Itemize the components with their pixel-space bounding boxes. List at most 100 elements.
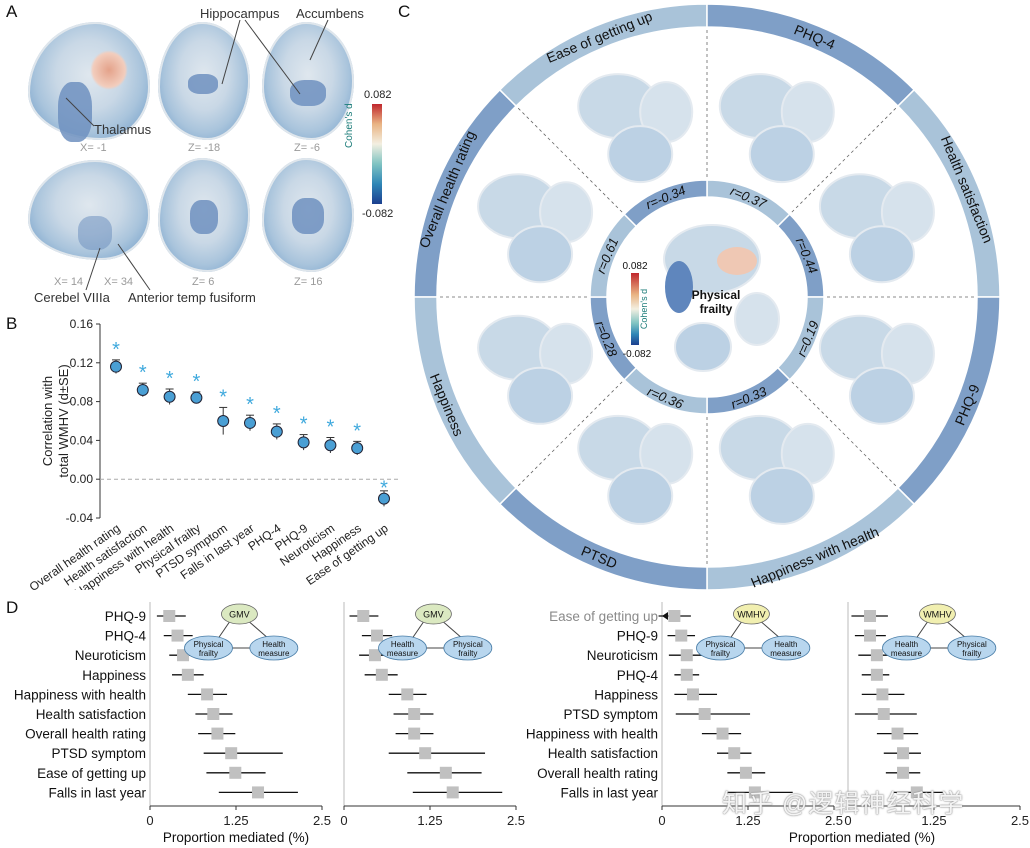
- brain-image: [507, 225, 574, 284]
- estimate-square: [439, 766, 452, 779]
- watermark: 知乎 @逻辑神经科学: [722, 790, 965, 818]
- estimate-square: [225, 747, 238, 760]
- coord-label: X= -1: [80, 142, 107, 154]
- diagram-arrow: [916, 621, 928, 639]
- brain-image: [607, 466, 674, 525]
- source-label: measure: [891, 649, 923, 658]
- y-axis-label: total WMHV (d±SE): [56, 364, 71, 477]
- y-tick-label: 0.04: [70, 433, 94, 447]
- significance-marker: *: [112, 339, 120, 361]
- brain-image: [674, 322, 732, 372]
- estimate-square: [375, 668, 388, 681]
- x-tick-label: 2.5: [1011, 813, 1029, 828]
- estimate-square: [211, 727, 224, 740]
- mediator-label: WMHV: [923, 610, 952, 620]
- panel-b-letter: B: [6, 314, 18, 333]
- y-tick-label: 0.12: [70, 356, 94, 370]
- ring-segment: [498, 486, 708, 591]
- significance-marker: *: [139, 362, 147, 384]
- row-label: Happiness with health: [14, 687, 146, 702]
- significance-marker: *: [246, 394, 254, 416]
- mediator-node: [919, 603, 956, 625]
- brain-hotspot: [717, 247, 757, 275]
- row-label: Ease of getting up: [37, 766, 146, 781]
- estimate-square: [716, 727, 729, 740]
- estimate-square: [897, 747, 910, 760]
- estimate-square: [698, 708, 711, 720]
- estimate-square: [728, 747, 741, 760]
- target-node: [249, 635, 299, 661]
- y-tick-label: 0.16: [70, 317, 94, 331]
- target-label: Health: [774, 640, 797, 649]
- estimate-square: [877, 708, 890, 720]
- row-label: Happiness: [82, 668, 146, 683]
- estimate-square: [739, 766, 752, 779]
- source-node: [378, 635, 427, 661]
- source-label: frailty: [199, 649, 218, 658]
- data-point: [378, 492, 390, 505]
- target-label: Health: [262, 640, 285, 649]
- source-label: measure: [387, 649, 419, 658]
- target-node: [761, 635, 811, 661]
- row-label: Neuroticism: [75, 648, 146, 663]
- row-label: Happiness with health: [526, 727, 658, 742]
- x-tick-label: 1.25: [223, 813, 248, 828]
- data-point: [110, 360, 122, 373]
- significance-marker: *: [273, 403, 281, 425]
- estimate-square: [864, 629, 877, 642]
- coord-label: Z= -18: [188, 142, 221, 154]
- colorbar-max: 0.082: [364, 89, 392, 101]
- diagram-arrow: [761, 621, 781, 639]
- brain-image: [607, 125, 674, 184]
- x-tick-label: 0: [340, 813, 347, 828]
- label-anterior-temp: Anterior temp fusiform: [128, 290, 256, 305]
- panel-d-letter: D: [6, 598, 19, 617]
- source-node: [882, 635, 931, 661]
- row-label: Falls in last year: [560, 785, 658, 800]
- target-node: [443, 635, 493, 661]
- colorbar-max: 0.082: [622, 261, 647, 272]
- mediator-label: GMV: [423, 610, 444, 620]
- estimate-square: [201, 688, 214, 701]
- ring-label: Health satisfaction: [938, 133, 997, 245]
- x-axis-label: Proportion mediated (%): [789, 830, 935, 845]
- brain-image: [848, 225, 915, 284]
- data-point: [190, 391, 203, 404]
- coord-label: X= 14: [54, 276, 84, 288]
- estimate-square: [446, 786, 459, 799]
- data-point: [324, 439, 337, 452]
- mediator-label: WMHV: [737, 610, 766, 620]
- significance-marker: *: [219, 386, 227, 408]
- target-label: frailty: [962, 649, 981, 658]
- x-tick-label: 0: [844, 813, 851, 828]
- row-label: PHQ-9: [617, 629, 658, 644]
- label-thalamus: Thalamus: [94, 122, 152, 137]
- target-label: measure: [258, 649, 290, 658]
- estimate-square: [686, 688, 699, 701]
- row-label: Health satisfaction: [36, 707, 146, 722]
- x-tick-label: 0: [658, 813, 665, 828]
- target-label: frailty: [458, 649, 477, 658]
- y-tick-label: 0.00: [70, 472, 94, 486]
- colorbar: [631, 273, 639, 345]
- estimate-square: [419, 747, 432, 760]
- y-axis-label: Correlation with: [40, 376, 55, 466]
- x-tick-label: 2.5: [825, 813, 843, 828]
- diagram-arrow: [218, 621, 230, 639]
- panel-c-letter: C: [398, 2, 411, 21]
- target-label: Physical: [453, 640, 483, 649]
- row-label: Neuroticism: [587, 648, 658, 663]
- x-tick-label: 2.5: [313, 813, 331, 828]
- significance-marker: *: [380, 477, 388, 499]
- row-label: Ease of getting up: [549, 609, 658, 624]
- center-label: Physical frailty: [691, 288, 741, 316]
- estimate-square: [876, 688, 889, 701]
- x-tick-label: 1.25: [417, 813, 442, 828]
- row-label: Happiness: [594, 687, 658, 702]
- colorbar-label: Cohen's d: [639, 289, 649, 329]
- colorbar-label: Cohen's d: [344, 103, 355, 148]
- data-point: [217, 415, 230, 427]
- estimate-square: [897, 766, 910, 779]
- brain-image: [28, 160, 150, 260]
